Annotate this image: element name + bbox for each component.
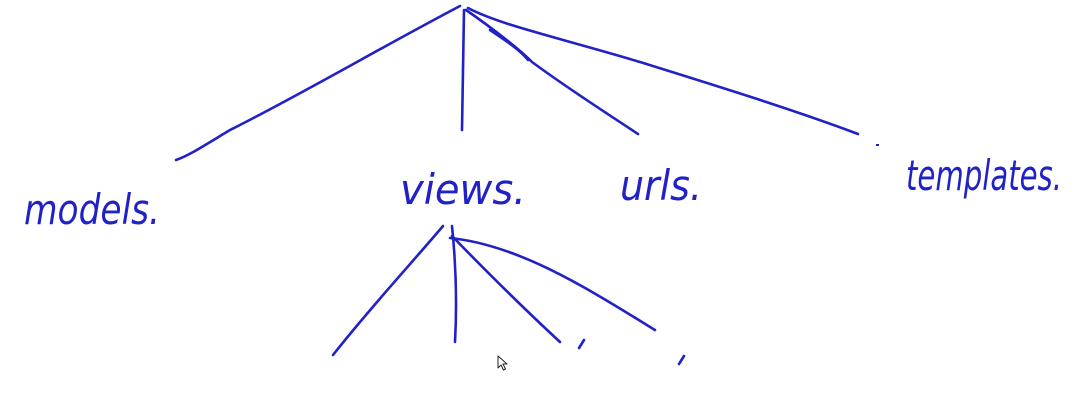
edge-root-to-views xyxy=(460,8,466,132)
edge-root-to-templates xyxy=(466,6,860,136)
stray-mark-2 xyxy=(677,354,686,366)
edge-views-child-3 xyxy=(450,234,562,344)
stray-mark-1 xyxy=(577,338,586,350)
mouse-pointer-icon xyxy=(497,355,508,371)
edge-root-to-urls xyxy=(464,8,640,136)
node-label-views: views. xyxy=(400,165,526,214)
stray-dot-templates xyxy=(876,144,879,146)
node-label-urls: urls. xyxy=(620,161,702,210)
tree-edges xyxy=(174,4,879,366)
edge-views-child-4 xyxy=(448,236,657,332)
node-label-templates: templates. xyxy=(906,151,1062,200)
edge-root-to-models xyxy=(174,4,462,162)
node-label-models: models. xyxy=(24,185,160,234)
edge-views-child-2 xyxy=(450,224,458,344)
edge-views-child-1 xyxy=(331,224,445,357)
edge-root-to-urls-overstroke xyxy=(488,28,530,62)
tree-labels: models. views. urls. templates. xyxy=(24,151,1062,234)
